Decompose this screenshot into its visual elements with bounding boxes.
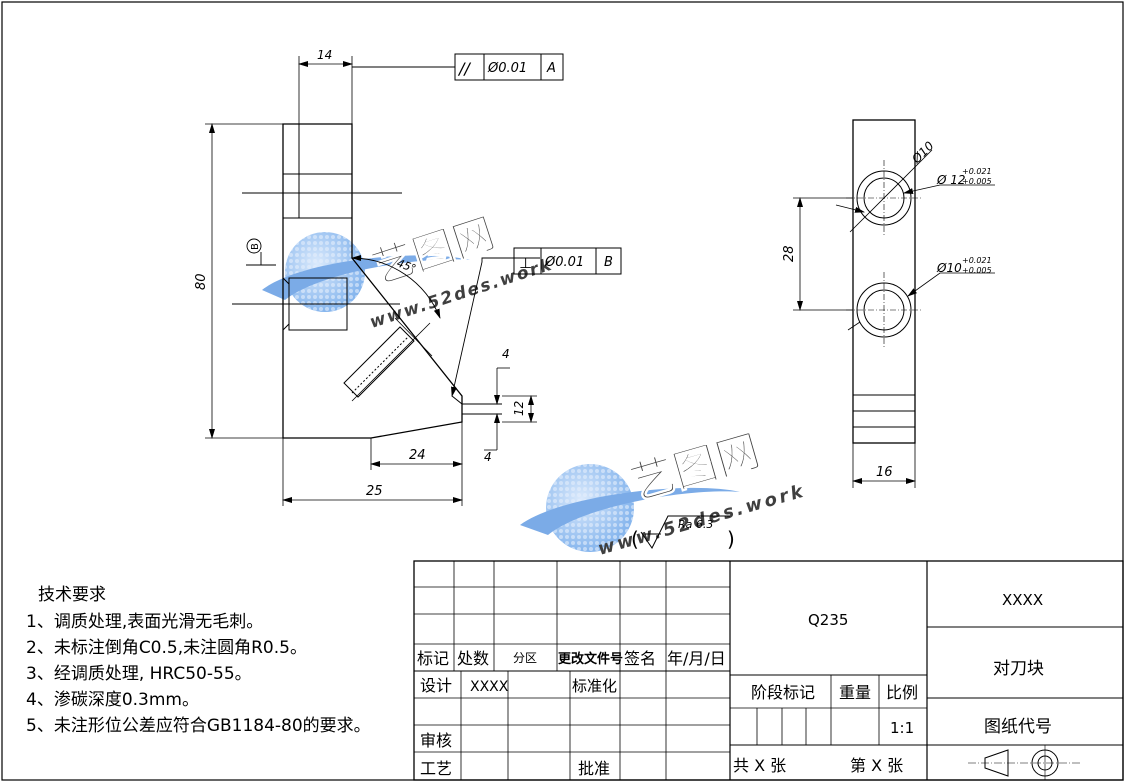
side-view-dimension-text: 28 16 Ø10 Ø 12 +0.021 +0.005 Ø10 +0.021 … [782, 138, 992, 480]
dim-16: 16 [876, 465, 893, 480]
dim-phi12-tol-lower: +0.005 [962, 177, 992, 186]
datum-b-letter: B [250, 243, 261, 250]
front-view-dimension-text: 14 80 12 4 4 24 25 45° [194, 48, 526, 499]
watermark-2: 艺图网 www.52des.work [520, 425, 808, 560]
side-view-dimensions [793, 184, 995, 488]
tb-process-label: 工艺 [420, 759, 452, 778]
tech-requirement-item: 2、未标注倒角C0.5,未注圆角R0.5。 [26, 638, 307, 658]
projection-symbol-icon [968, 745, 1082, 780]
tb-company: XXXX [1002, 591, 1043, 609]
dim-4-lower: 4 [484, 450, 492, 464]
gdt-tolerance-a: Ø0.01 [487, 61, 527, 76]
gdt-tolerance-b: Ø0.01 [544, 255, 584, 270]
dim-phi10-upper: Ø10 [909, 138, 937, 166]
side-view [846, 119, 933, 444]
dim-24: 24 [409, 448, 426, 463]
tech-requirements-title: 技术要求 [38, 585, 106, 605]
gdt-frame-parallelism [352, 53, 564, 81]
gdt-symbol-parallel: // [457, 59, 471, 78]
title-block-text: 标记 处数 分区 更改文件号 签名 年/月/日 设计 XXXX 标准化 审核 工… [417, 591, 1052, 778]
tb-header-mark: 标记 [417, 649, 449, 668]
tb-standardize-label: 标准化 [572, 677, 617, 695]
tb-header-date: 年/月/日 [667, 649, 726, 668]
dim-12: 12 [512, 401, 526, 416]
side-view-outline [852, 119, 916, 444]
tech-requirement-item: 3、经调质处理, HRC50-55。 [26, 664, 252, 684]
tb-designer: XXXX [470, 679, 509, 695]
tb-weight-label: 重量 [839, 683, 871, 702]
tb-approve-label: 批准 [578, 759, 610, 778]
tb-part-name: 对刀块 [993, 659, 1044, 679]
tb-drawing-code-label: 图纸代号 [984, 717, 1052, 737]
tb-scale-value: 1:1 [890, 719, 914, 737]
dim-14: 14 [317, 48, 332, 62]
dim-28: 28 [782, 245, 797, 262]
tb-header-count: 处数 [457, 649, 489, 668]
datum-b-marker [246, 238, 276, 266]
tb-stage-mark-label: 阶段标记 [751, 683, 815, 702]
gdt-symbol-perp: ⊥ [519, 254, 532, 272]
surface-finish-value: Ra 6.3 [678, 518, 713, 531]
tech-requirement-item: 1、调质处理,表面光滑无毛刺。 [26, 612, 264, 632]
gdt-frame-perpendicularity [513, 247, 622, 275]
dim-phi10-lower: Ø10 [936, 261, 962, 275]
tb-review-label: 审核 [420, 731, 452, 750]
dim-phi12-tol-upper: +0.021 [962, 167, 992, 176]
dim-angle-45: 45° [395, 257, 418, 276]
dim-phi10-tol-upper: +0.021 [962, 256, 992, 265]
title-block-grid [413, 560, 1124, 781]
tb-design-label: 设计 [420, 676, 452, 695]
tb-header-zone: 分区 [513, 651, 537, 665]
surface-finish-symbol [640, 515, 730, 549]
tb-sheet-total: 共 X 张 [733, 756, 786, 775]
dim-25: 25 [366, 484, 383, 499]
front-view-outline [282, 123, 463, 439]
tb-header-signature: 签名 [624, 649, 656, 668]
tb-material: Q235 [808, 611, 848, 629]
tb-sheet-number: 第 X 张 [850, 756, 903, 775]
dim-phi12: Ø 12 [936, 173, 966, 187]
dim-4-upper: 4 [502, 347, 510, 361]
dim-phi10-tol-lower: +0.005 [962, 266, 992, 275]
surface-finish-close-paren: ) [727, 527, 735, 551]
gdt-datum-b: B [604, 255, 613, 270]
gdt-datum-a: A [546, 61, 556, 76]
tech-requirement-item: 5、未注形位公差应符合GB1184-80的要求。 [26, 716, 371, 736]
front-view-dimensions [205, 56, 537, 506]
surface-finish-open-paren: ( [631, 527, 639, 551]
dim-80: 80 [194, 273, 209, 290]
tech-requirement-item: 4、渗碳深度0.3mm。 [26, 690, 199, 710]
tb-scale-label: 比例 [886, 683, 918, 702]
tb-header-change-doc: 更改文件号 [558, 651, 623, 667]
